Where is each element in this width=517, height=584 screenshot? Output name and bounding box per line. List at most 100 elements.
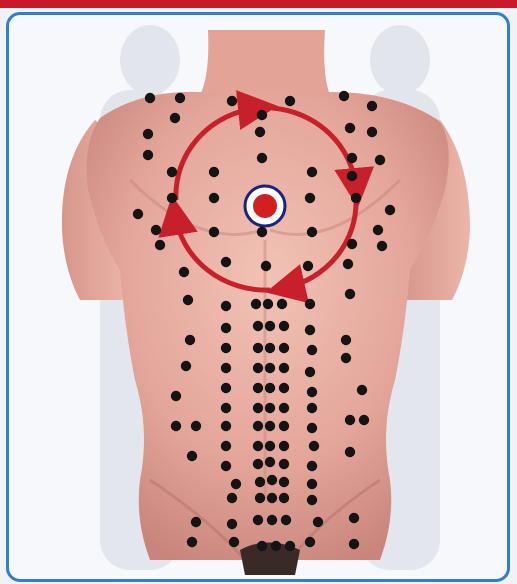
acupoint-dot-icon [347, 171, 357, 181]
acupoint-dot-icon [279, 493, 289, 503]
acupoint-dot-icon [367, 101, 377, 111]
acupoint-dot-icon [155, 240, 165, 250]
target-point-icon [245, 186, 285, 226]
acupoint-dot-icon [257, 110, 267, 120]
acupoint-dot-icon [307, 479, 317, 489]
acupoint-dot-icon [253, 459, 263, 469]
acupoint-dot-icon [253, 515, 263, 525]
acupoint-dot-icon [167, 193, 177, 203]
acupoint-dot-icon [227, 96, 237, 106]
acupoint-dot-icon [171, 391, 181, 401]
acupoint-dot-icon [253, 363, 263, 373]
acupoint-dot-icon [151, 225, 161, 235]
acupoint-dot-icon [175, 93, 185, 103]
acupoint-dot-icon [170, 113, 180, 123]
acupoint-dot-icon [209, 167, 219, 177]
acupoint-dot-icon [279, 459, 289, 469]
acupoint-dot-icon [261, 261, 271, 271]
acupoint-dot-icon [265, 441, 275, 451]
acupoint-dot-icon [167, 167, 177, 177]
acupoint-dot-icon [221, 301, 231, 311]
acupoint-dot-icon [307, 495, 317, 505]
acupoint-dot-icon [377, 241, 387, 251]
acupoint-dot-icon [267, 515, 277, 525]
acupoint-dot-icon [191, 517, 201, 527]
acupoint-dot-icon [279, 343, 289, 353]
acupoint-dot-icon [171, 421, 181, 431]
acupoint-dot-icon [265, 403, 275, 413]
acupoint-dot-icon [221, 441, 231, 451]
acupoint-dot-icon [209, 193, 219, 203]
acupoint-dot-icon [357, 385, 367, 395]
acupoint-dot-icon [221, 257, 231, 267]
acupoint-dot-icon [341, 335, 351, 345]
acupoint-dot-icon [345, 289, 355, 299]
acupoint-dot-icon [255, 477, 265, 487]
acupoint-dot-icon [285, 96, 295, 106]
acupoint-dot-icon [253, 343, 263, 353]
acupoint-dot-icon [307, 227, 317, 237]
acupoint-dot-icon [257, 153, 267, 163]
acupoint-dot-icon [253, 321, 263, 331]
acupoint-dot-icon [347, 153, 357, 163]
acupoint-dot-icon [143, 150, 153, 160]
acupoint-dot-icon [373, 225, 383, 235]
acupoint-dot-icon [191, 421, 201, 431]
acupoint-dot-icon [263, 299, 273, 309]
acupoint-dot-icon [385, 205, 395, 215]
acupoint-dot-icon [227, 519, 237, 529]
acupoint-dot-icon [267, 475, 277, 485]
acupoint-dot-icon [343, 259, 353, 269]
acupoint-dot-icon [221, 363, 231, 373]
acupoint-dot-icon [279, 477, 289, 487]
acupoint-dot-icon [257, 227, 267, 237]
acupoint-dot-icon [251, 299, 261, 309]
acupoint-dot-icon [279, 403, 289, 413]
acupoint-dot-icon [265, 457, 275, 467]
acupoint-dot-icon [279, 383, 289, 393]
acupoint-dot-icon [307, 387, 317, 397]
acupoint-dot-icon [345, 415, 355, 425]
acupoint-dot-icon [209, 227, 219, 237]
acupoint-dot-icon [229, 537, 239, 547]
acupoint-dot-icon [257, 541, 267, 551]
acupoint-dot-icon [265, 343, 275, 353]
acupoint-dot-icon [253, 421, 263, 431]
acupoint-dot-icon [187, 451, 197, 461]
acupoint-dot-icon [265, 321, 275, 331]
acupoint-dot-icon [277, 299, 287, 309]
acupoint-dot-icon [307, 345, 317, 355]
acupoint-dot-icon [133, 209, 143, 219]
acupoint-dot-icon [279, 421, 289, 431]
acupoint-dot-icon [183, 295, 193, 305]
acupoint-dot-icon [255, 127, 265, 137]
acupoint-dot-icon [145, 93, 155, 103]
acupoint-dot-icon [341, 353, 351, 363]
acupoint-dot-icon [221, 323, 231, 333]
acupoint-dot-icon [367, 127, 377, 137]
acupoint-dot-icon [351, 193, 361, 203]
acupoint-dot-icon [307, 167, 317, 177]
acupoint-dot-icon [339, 91, 349, 101]
acupoint-dot-icon [179, 267, 189, 277]
acupoint-dot-icon [253, 383, 263, 393]
acupoint-dot-icon [349, 539, 359, 549]
acupoint-dot-icon [279, 441, 289, 451]
acupoint-dot-icon [281, 515, 291, 525]
acupoint-dot-icon [305, 537, 315, 547]
acupoint-dot-icon [305, 299, 315, 309]
acupoint-dot-icon [271, 541, 281, 551]
acupoint-dot-icon [181, 361, 191, 371]
acupoint-dot-icon [253, 403, 263, 413]
acupoint-dot-icon [265, 421, 275, 431]
acupoint-dot-icon [307, 403, 317, 413]
acupoint-dot-icon [221, 403, 231, 413]
acupoint-dot-icon [253, 441, 263, 451]
acupoint-dot-icon [279, 321, 289, 331]
acupoint-dot-icon [221, 421, 231, 431]
acupoint-dot-icon [375, 155, 385, 165]
acupoint-dot-icon [265, 383, 275, 393]
acupoint-dot-icon [305, 325, 315, 335]
acupoint-dot-icon [227, 493, 237, 503]
